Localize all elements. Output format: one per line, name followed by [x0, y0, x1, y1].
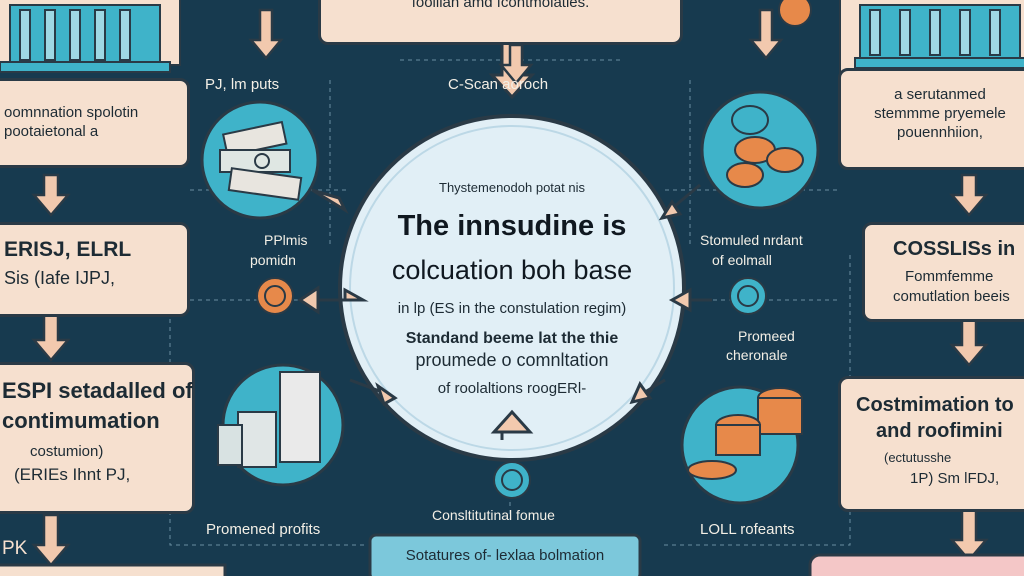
center-title-line1: The innsudine is — [397, 210, 627, 242]
left-box-2 — [0, 222, 190, 317]
right-box-1-line1: a serutanmed — [894, 86, 986, 103]
left-box-3-line3: costumion) — [30, 443, 104, 460]
left-box-2-line1: ERISJ, ELRL — [4, 238, 132, 261]
left-box-3-line1: ESPI setadalled of — [2, 378, 193, 403]
right-box-1 — [838, 68, 1024, 170]
bottom-banner — [368, 533, 642, 576]
right-box-3-line4: 1P) Sm lFDJ, — [910, 470, 1000, 487]
center-subtitle: Thystemenodoh potat nis — [439, 180, 585, 195]
right-box-3-line1: Costmimation to — [856, 394, 1014, 416]
left-box-3-line4: (ERIEs Ihnt PJ, — [14, 465, 131, 484]
top-label: C-Scan aoroch — [448, 76, 549, 93]
right-box-2 — [862, 222, 1024, 322]
right-box-2-line2: Fommfemme — [905, 268, 994, 285]
right-box-3 — [838, 376, 1024, 512]
right-box-3-line2: and roofimini — [876, 420, 1003, 442]
right-box-3-line3: (ectutusshe — [884, 450, 952, 465]
left-box-3-line2: contimumation — [2, 408, 160, 433]
coin-pile-icon — [700, 90, 820, 210]
right-label-3: LOLL rofeants — [700, 521, 795, 538]
center-line5: proumede o comnltation — [415, 350, 609, 370]
right-box-1-line2: stemmme pryemele — [874, 105, 1006, 122]
left-box-2-line2: Sis (Iafe IJPJ, — [4, 268, 116, 288]
bank-building-icon — [0, 0, 181, 73]
left-box-1-line1: oomnnation spolotin — [4, 104, 139, 121]
bottom-banner-text: Sotatures of- lexlaa bolmation — [405, 547, 605, 564]
right-label-1b: of eolmall — [712, 252, 772, 268]
bank-building-icon — [839, 0, 1024, 76]
left-label-2a: PPlmis — [264, 232, 308, 248]
left-label-1: PJ, lm puts — [205, 76, 280, 93]
right-label-1a: Stomuled nrdant — [700, 232, 803, 248]
top-box-text: fooilian amd fcontmolaties. — [411, 0, 590, 11]
left-box-1 — [0, 78, 190, 168]
top-box — [318, 0, 683, 45]
center-line6: of roolaltions roogERl- — [437, 380, 587, 397]
coin-icon — [256, 0, 812, 499]
coin-stack-icon — [217, 363, 345, 487]
left-bottom-label: PK — [2, 538, 28, 559]
center-circle — [338, 114, 686, 462]
right-label-2a: Promeed — [738, 328, 795, 344]
right-box-2-line1: COSSLISs in — [893, 238, 1016, 260]
right-box-2-line3: comutlation beeis — [893, 288, 1010, 305]
coin-pile-icon — [680, 385, 803, 505]
left-label-3: Promened profits — [206, 521, 321, 538]
right-label-2b: cheronale — [726, 347, 788, 363]
left-box-3 — [0, 362, 195, 514]
left-box-1-line2: pootaietonal a — [4, 123, 99, 140]
center-title-line2: colcuation boh base — [391, 255, 633, 285]
right-box-1-line3: pouennhiion, — [897, 124, 983, 141]
bottom-label: Consltitutinal fomue — [432, 507, 555, 523]
center-line3: in lp (ES in the constulation regim) — [397, 300, 627, 317]
cash-stack-icon — [200, 100, 320, 220]
center-line4: Standand beeme lat the thie — [405, 330, 619, 347]
left-label-2b: pomidn — [250, 252, 296, 268]
